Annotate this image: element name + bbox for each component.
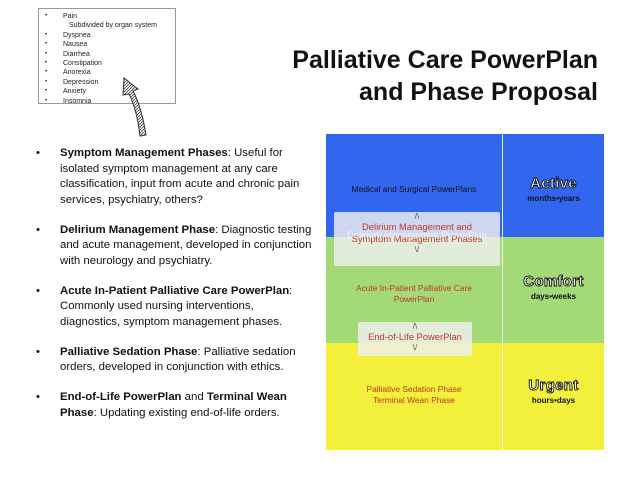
list-item: Subdivided by organ system <box>69 22 157 30</box>
page-title: Palliative Care PowerPlan and Phase Prop… <box>292 46 598 106</box>
active-word: Active <box>530 175 577 192</box>
column-divider <box>502 134 503 450</box>
list-item: •Pain <box>45 13 78 20</box>
comfort-duration: days•weeks <box>530 292 577 301</box>
urgent-word: Urgent <box>528 377 579 394</box>
list-item: •Constipation <box>45 60 102 68</box>
comfort-cell: Comfort days•weeks <box>503 273 604 301</box>
phase-table: Medical and Surgical PowerPlans Acute In… <box>326 134 604 450</box>
list-item: •Nausea <box>45 41 88 49</box>
list-item: •Anorexia <box>45 69 91 77</box>
ghost-label: Delirium Management PowerPlan <box>347 229 487 240</box>
row2-label: Acute In-Patient Palliative Care PowerPl… <box>356 283 472 304</box>
row1-label: Medical and Surgical PowerPlans <box>351 184 477 194</box>
active-duration: months•years <box>527 194 580 203</box>
list-item: • Acute In-Patient Palliative Care Power… <box>36 284 293 328</box>
list-item: •Diarrhea <box>45 50 90 58</box>
description-list: • Symptom Management Phases: Useful for … <box>36 146 314 436</box>
list-item: • Delirium Management Phase: Diagnostic … <box>36 223 312 267</box>
list-item: •Anxiety <box>45 88 86 96</box>
row3-label: Palliative Sedation Phase Terminal Wean … <box>366 384 462 405</box>
urgent-duration: hours•days <box>531 396 576 405</box>
list-item: •Dyspnea <box>45 31 91 39</box>
urgent-cell: Urgent hours•days <box>503 377 604 405</box>
delirium-symptom-overlay: /\ Delirium Management PowerPlan Deliriu… <box>334 212 500 266</box>
urgent-band <box>326 343 604 450</box>
list-item: •Insomnia <box>45 97 92 105</box>
list-item: •Depression <box>45 78 99 86</box>
active-cell: Active months•years <box>503 175 604 203</box>
list-item: • End-of-Life PowerPlan and Terminal Wea… <box>36 391 287 419</box>
comfort-word: Comfort <box>523 273 584 290</box>
symptom-list-box: •Pain Subdivided by organ system •Dyspne… <box>38 8 176 105</box>
list-item: • Palliative Sedation Phase: Palliative … <box>36 345 296 374</box>
list-item: • Symptom Management Phases: Useful for … <box>36 147 300 206</box>
end-of-life-overlay: /\ End-of-Life PowerPlan \/ <box>358 322 472 356</box>
